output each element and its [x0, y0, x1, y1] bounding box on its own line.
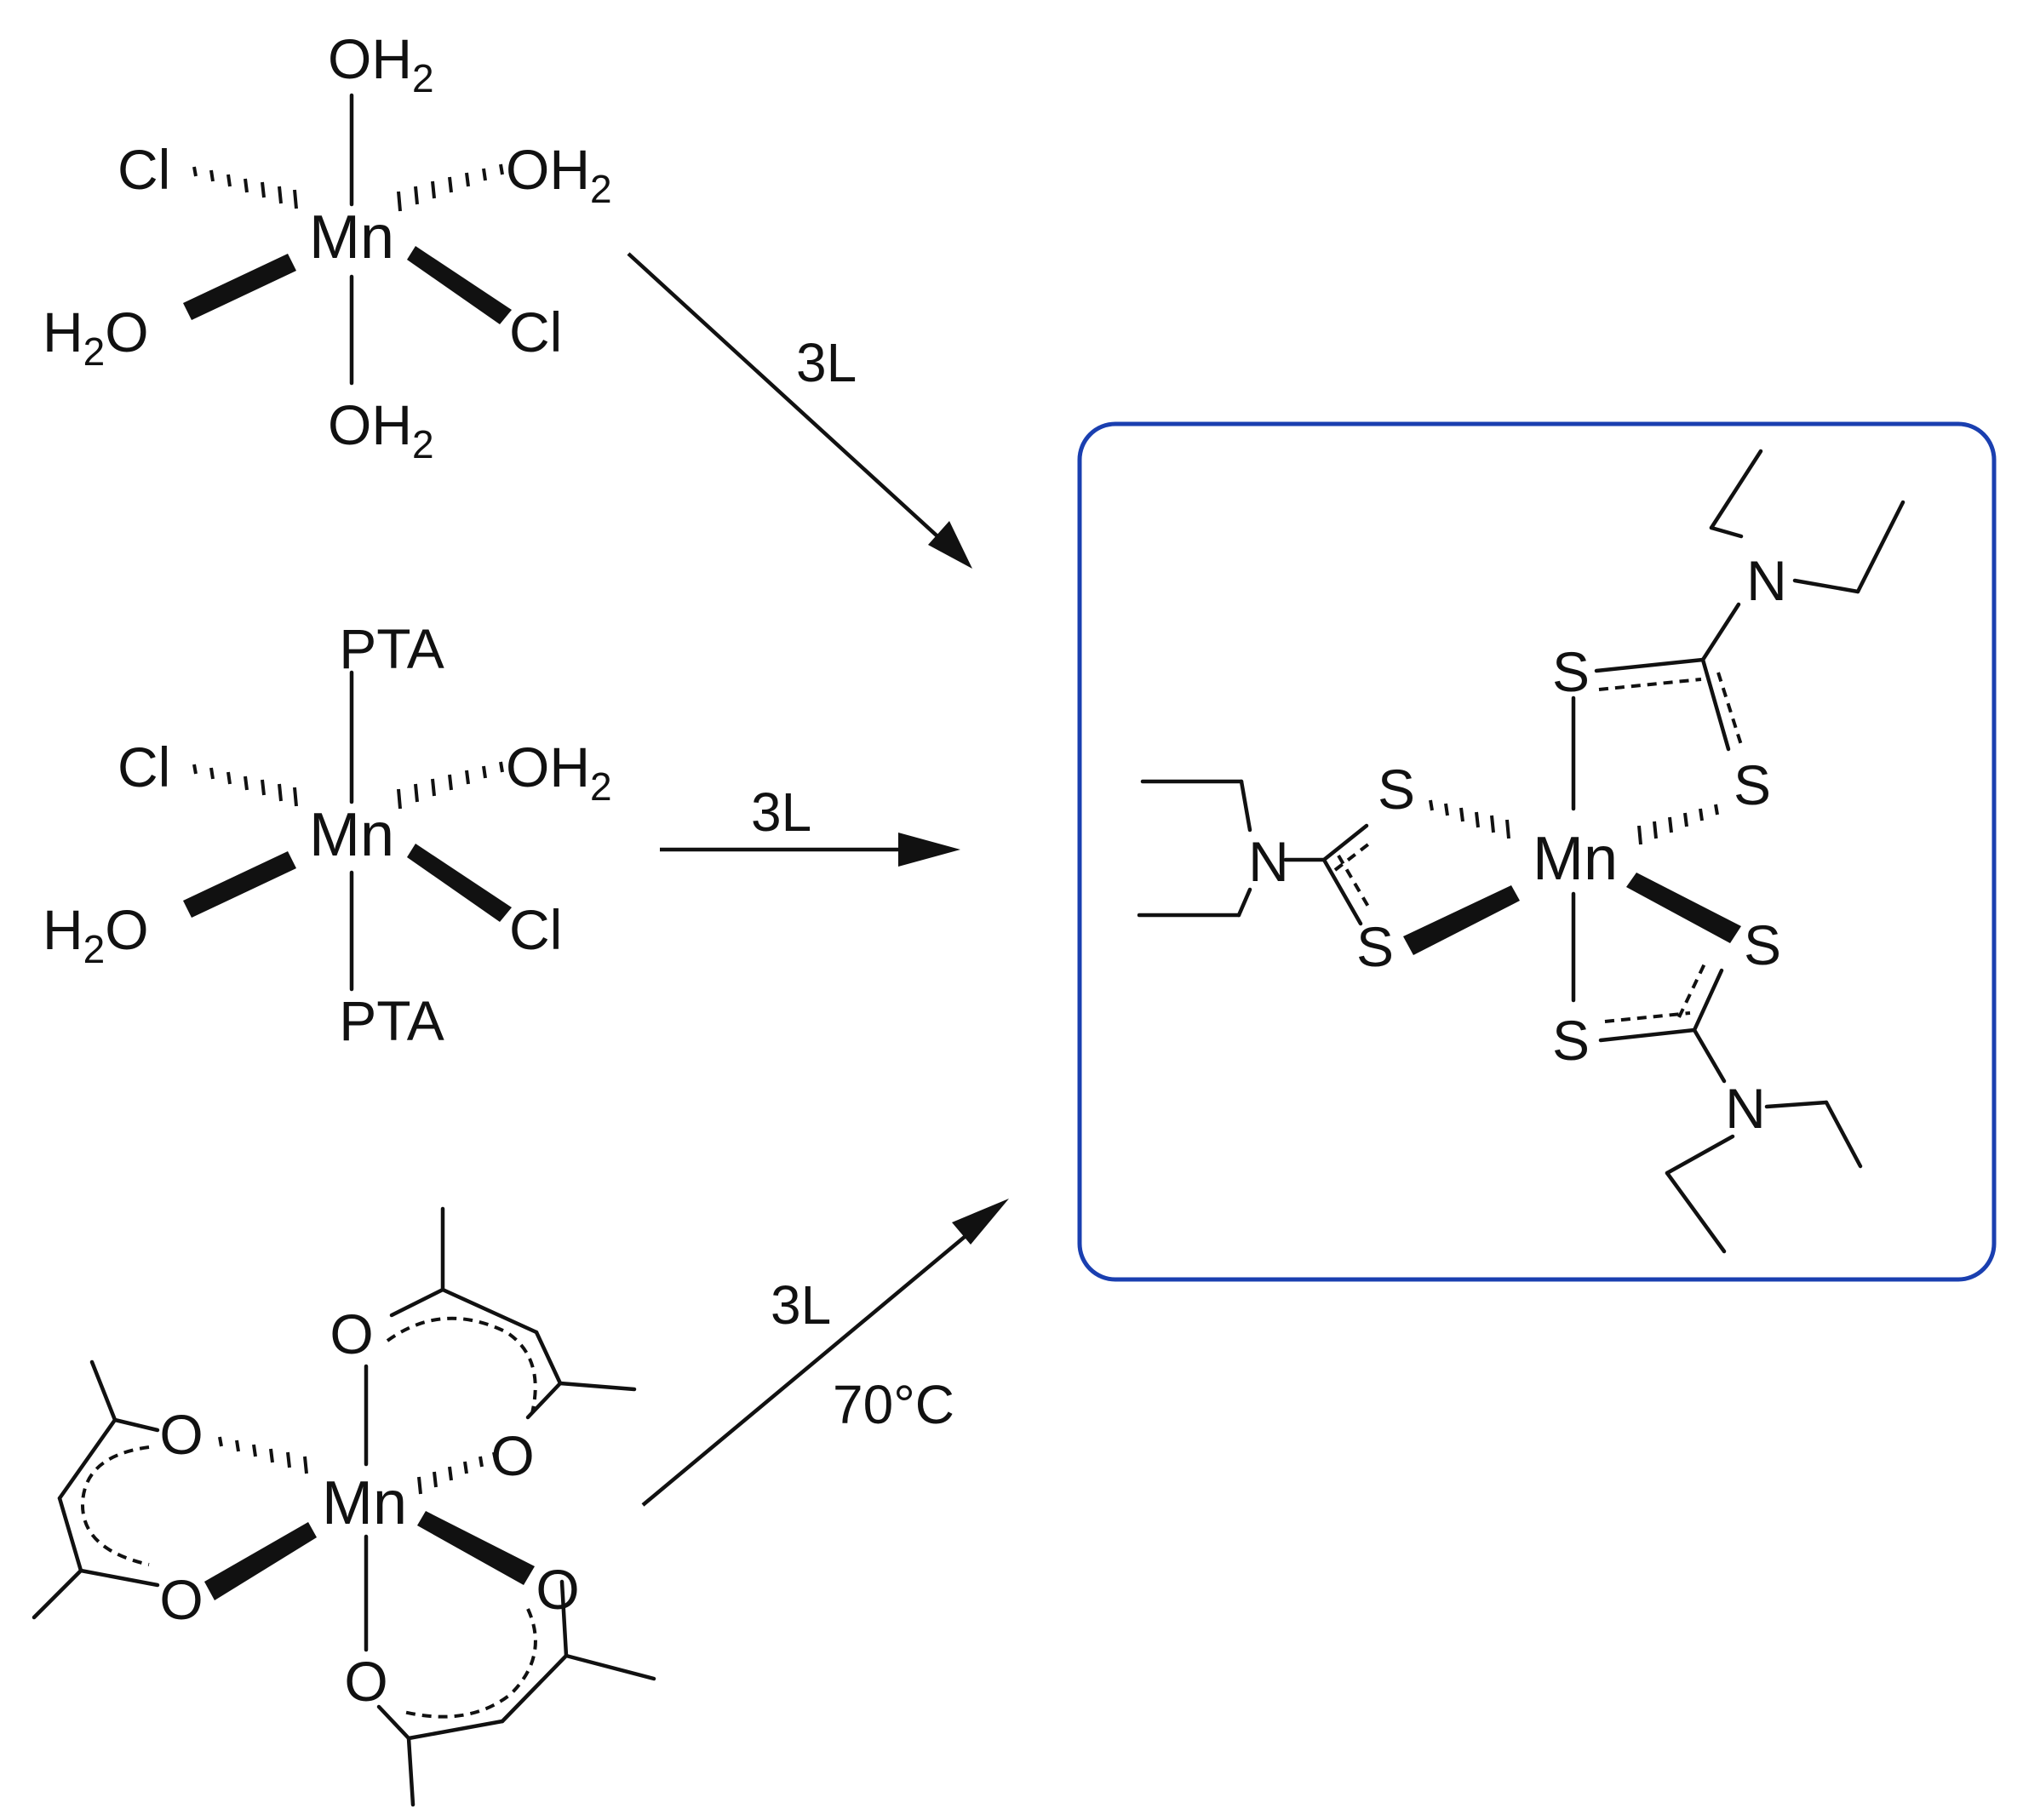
hashed-bond-oh2: [397, 163, 504, 212]
dtc-ligand-top: [1594, 449, 1906, 752]
ligand-lower-right-label: Cl: [509, 898, 562, 961]
ligand-top-label: OH2: [328, 27, 434, 100]
reaction-arrow-top: 3L: [627, 252, 972, 569]
product-highlight-box: [1077, 421, 1997, 1282]
oxygen-label-left-lower: O: [159, 1568, 203, 1631]
metal-label: Mn: [1533, 825, 1618, 893]
wedge-bond-left-s: [1403, 885, 1520, 955]
sulfur-label-lower-right: S: [1744, 913, 1781, 976]
nitrogen-label-top: N: [1746, 549, 1787, 612]
hashed-bond-right-o: [417, 1451, 497, 1495]
ligand-top-label: PTA: [339, 617, 444, 680]
hashed-bond-cl: [192, 166, 298, 209]
sulfur-label-upper-right: S: [1734, 753, 1771, 816]
oxygen-label-bottom: O: [344, 1650, 387, 1713]
ligand-upper-left-label: Cl: [117, 138, 170, 201]
ligand-upper-right-label: OH2: [506, 735, 612, 809]
sulfur-label-top: S: [1552, 640, 1590, 703]
ligand-bottom-label: OH2: [328, 393, 434, 466]
oxygen-label-top: O: [330, 1302, 373, 1365]
wedge-bond-left-o: [204, 1522, 317, 1600]
reactant-aqua-complex: Mn OH2 OH2 Cl OH2 H2O Cl: [43, 27, 612, 466]
ligand-lower-left-label: H2O: [43, 300, 149, 374]
wedge-bond-cl: [407, 246, 512, 324]
arrow-label-top: 3L: [796, 332, 857, 393]
reactant-acac-complex: Mn O O O O O O: [32, 1206, 656, 1807]
product-mn-dtc-complex: Mn S S S S S S N N N: [1137, 449, 1906, 1254]
wedge-bond-cl: [407, 844, 512, 922]
dtc-ligand-bottom: [1598, 959, 1863, 1254]
hashed-bond-oh2: [397, 761, 504, 810]
acac-ring-top: [386, 1206, 637, 1420]
wedge-bond-h2o: [183, 851, 296, 918]
oxygen-label-left-upper: O: [159, 1403, 203, 1466]
sulfur-label-bottom: S: [1552, 1009, 1590, 1072]
acac-ring-bottom: [376, 1579, 656, 1807]
arrow-label-bottom: 3L: [771, 1274, 831, 1336]
ligand-lower-left-label: H2O: [43, 898, 149, 971]
reaction-arrow-middle: 3L: [660, 781, 960, 867]
hashed-bond-left-s: [1429, 799, 1510, 839]
hashed-bond-left-o: [218, 1436, 308, 1474]
hashed-bond-right-s: [1637, 804, 1719, 845]
nitrogen-label-left: N: [1248, 830, 1289, 893]
ligand-bottom-label: PTA: [339, 989, 444, 1052]
acac-ring-left: [32, 1359, 160, 1620]
hashed-bond-cl: [192, 764, 298, 807]
reaction-arrow-bottom: 3L 70°C: [641, 1199, 1009, 1507]
sulfur-label-lower-left: S: [1356, 915, 1394, 978]
nitrogen-label-bottom: N: [1725, 1077, 1766, 1140]
sulfur-label-upper-left: S: [1378, 758, 1415, 821]
metal-label: Mn: [309, 801, 394, 869]
arrow-condition-bottom: 70°C: [833, 1374, 954, 1435]
dtc-ligand-left: [1137, 779, 1374, 926]
arrow-label-middle: 3L: [751, 781, 811, 843]
oxygen-label-right-lower: O: [536, 1558, 579, 1621]
ligand-upper-left-label: Cl: [117, 735, 170, 798]
ligand-lower-right-label: Cl: [509, 300, 562, 363]
wedge-bond-h2o: [183, 254, 296, 320]
oxygen-label-right-upper: O: [490, 1424, 534, 1487]
wedge-bond-right-o: [417, 1511, 535, 1585]
reactant-pta-complex: Mn PTA PTA Cl OH2 H2O Cl: [43, 617, 612, 1052]
metal-label: Mn: [322, 1469, 407, 1537]
wedge-bond-right-s: [1626, 873, 1741, 943]
metal-label: Mn: [309, 203, 394, 272]
ligand-upper-right-label: OH2: [506, 138, 612, 211]
